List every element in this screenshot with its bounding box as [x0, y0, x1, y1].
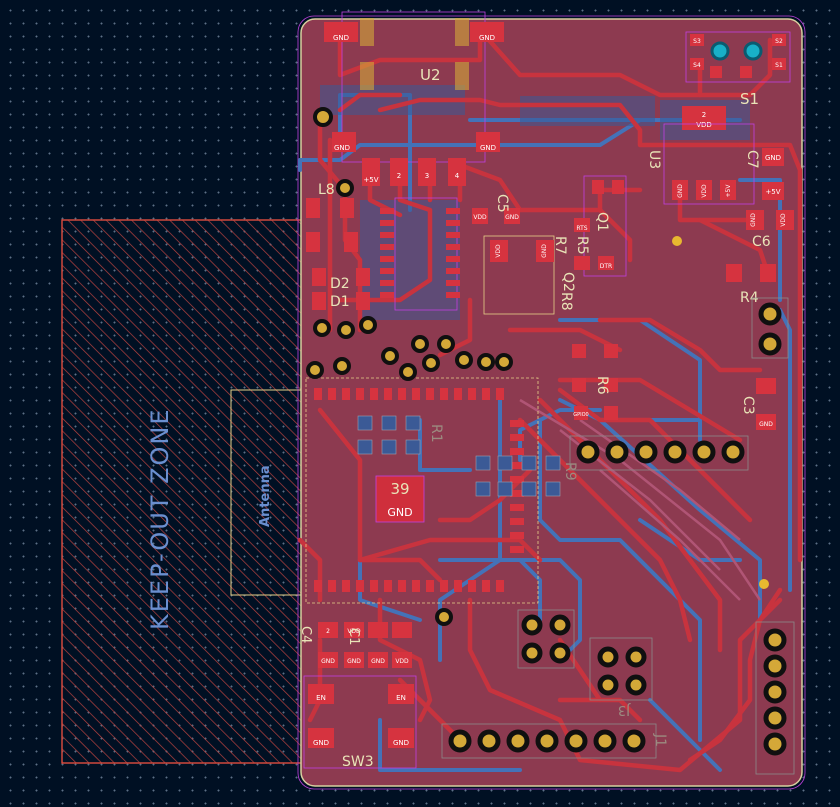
- c6-capacitor[interactable]: GND VDD C6: [746, 210, 794, 250]
- u3-pin-gnd: GND: [677, 184, 684, 198]
- q1-pin-dtr: DTR: [600, 263, 612, 270]
- c3-capacitor[interactable]: GND C3: [740, 378, 776, 430]
- back-copper-zones: [320, 85, 750, 320]
- c3-pin-gnd: GND: [759, 421, 773, 428]
- usb-uart-chip-pins: [380, 208, 460, 298]
- l8-inductor[interactable]: L8: [306, 182, 358, 252]
- module-left-pads: [314, 388, 524, 592]
- cap-pin-1: 2: [326, 628, 330, 635]
- u3-regulator[interactable]: 2 VDD GND VDD +5V U3: [646, 106, 755, 205]
- module-gnd-label: GND: [387, 506, 412, 519]
- ref-c3: C3: [740, 396, 756, 415]
- q2-block[interactable]: VDD GND R7 Q2: [483, 235, 576, 315]
- q1-pin-rts: RTS: [576, 225, 587, 232]
- ref-sw3: SW3: [342, 754, 374, 770]
- ref-j1: J1: [652, 733, 668, 747]
- ref-r1: R1: [428, 424, 444, 443]
- q2-pin-gnd: GND: [541, 244, 548, 258]
- ref-l8: L8: [318, 182, 335, 198]
- c7-pin-gnd: GND: [765, 154, 781, 162]
- right-header-top[interactable]: [751, 297, 789, 359]
- c5-pin-gnd: GND: [505, 214, 519, 221]
- ref-j3: J3: [618, 702, 631, 717]
- sw3-pin-en-right: EN: [396, 694, 406, 702]
- antenna-label: Antenna: [258, 465, 273, 527]
- cap-pin-vdd-2: VDD: [395, 658, 409, 665]
- esp32-module[interactable]: 39 GND R1 R9: [305, 377, 578, 604]
- keepout-label: KEEP-OUT ZONE: [146, 407, 174, 630]
- u2-gnd-low-left: GND: [334, 144, 350, 152]
- c6-pin-gnd: GND: [750, 213, 757, 227]
- keepout-zone[interactable]: KEEP-OUT ZONE: [61, 219, 303, 764]
- s1-pin-s4: S4: [693, 62, 701, 69]
- ref-d2: D2: [330, 276, 350, 292]
- c4-c1-capacitors[interactable]: 2 VDD GND GND GND VDD C4 C1: [298, 622, 412, 668]
- u3-pin-2: 2: [702, 111, 706, 119]
- q1-transistor[interactable]: RTS DTR Q1 R5 R8: [558, 175, 627, 311]
- ref-c1: C1: [346, 628, 361, 645]
- d1-diode[interactable]: D1: [312, 292, 370, 310]
- ref-u3: U3: [646, 150, 662, 169]
- c5-capacitor[interactable]: VDD GND C5: [472, 194, 520, 224]
- cap-pin-gnd-2: GND: [347, 658, 361, 665]
- sw3-pin-en-left: EN: [316, 694, 326, 702]
- cap-pin-gnd-3: GND: [371, 658, 385, 665]
- d2-diode[interactable]: D2: [312, 268, 370, 292]
- sw3-pin-gnd-left: GND: [313, 739, 329, 747]
- ref-r5: R5: [574, 236, 590, 255]
- module-pad-number: 39: [390, 480, 409, 498]
- usb-uart-chip[interactable]: [380, 197, 460, 311]
- ref-d1: D1: [330, 294, 350, 310]
- u2-gnd-left: GND: [333, 34, 349, 42]
- u2-pin-5v: +5V: [363, 176, 378, 184]
- r6-resistor[interactable]: GPIO0 R6: [572, 344, 618, 420]
- c7-capacitor[interactable]: GND +5V C7: [744, 148, 784, 200]
- vias: [306, 107, 513, 626]
- ref-u2: U2: [420, 66, 441, 84]
- horizontal-header[interactable]: [569, 435, 749, 471]
- r6-pin-gpio0: GPIO0: [573, 412, 588, 418]
- ref-r4: R4: [740, 290, 759, 306]
- c7-pin-5v: +5V: [765, 188, 780, 196]
- sw3-button[interactable]: EN EN GND GND SW3: [303, 675, 417, 770]
- u3-pin-5v: +5V: [725, 184, 732, 198]
- ref-c6: C6: [752, 234, 771, 250]
- ref-q2: Q2: [560, 272, 576, 292]
- u3-pin-vdd-top: VDD: [696, 121, 712, 129]
- jumper-block-left[interactable]: [517, 609, 575, 669]
- u2-pin-3: 3: [425, 172, 429, 180]
- j3-header[interactable]: J3: [589, 637, 653, 717]
- r4-resistor[interactable]: R4: [726, 264, 776, 306]
- ref-r8: R8: [558, 292, 574, 311]
- back-resistor-array: [357, 415, 561, 497]
- c6-pin-vdd: VDD: [780, 213, 787, 227]
- j1-header[interactable]: J1: [441, 723, 668, 759]
- u2-gnd-low-right: GND: [480, 144, 496, 152]
- s1-pin-s1: S1: [775, 62, 783, 69]
- u2-pin-4: 4: [455, 172, 460, 180]
- right-header-bottom[interactable]: [755, 621, 795, 775]
- s1-pin-s3: S3: [693, 38, 701, 45]
- c5-pin-vdd: VDD: [473, 214, 487, 221]
- s1-switch[interactable]: S3 S4 S2 S1 S1: [685, 31, 791, 108]
- u2-pin-2: 2: [397, 172, 401, 180]
- ref-s1: S1: [740, 90, 759, 108]
- u3-pin-vdd: VDD: [701, 184, 708, 198]
- ref-c7: C7: [744, 150, 760, 169]
- ref-r7: R7: [552, 236, 568, 255]
- q2-pin-vdd: VDD: [495, 244, 502, 258]
- s1-pin-s2: S2: [775, 38, 783, 45]
- ref-r6: R6: [594, 376, 610, 395]
- ref-c5: C5: [494, 194, 510, 213]
- sw3-pin-gnd-right: GND: [393, 739, 409, 747]
- u2-usb-connector[interactable]: GND GND GND GND +5V 2 3 4 U2: [324, 11, 504, 186]
- cap-pin-vdd-1: VDD: [347, 628, 361, 635]
- ref-r9: R9: [562, 462, 578, 481]
- u2-gnd-right: GND: [479, 34, 495, 42]
- ref-c4: C4: [298, 626, 313, 643]
- ref-q1: Q1: [594, 212, 610, 232]
- small-vias: [672, 236, 769, 589]
- cap-pin-gnd-1: GND: [321, 658, 335, 665]
